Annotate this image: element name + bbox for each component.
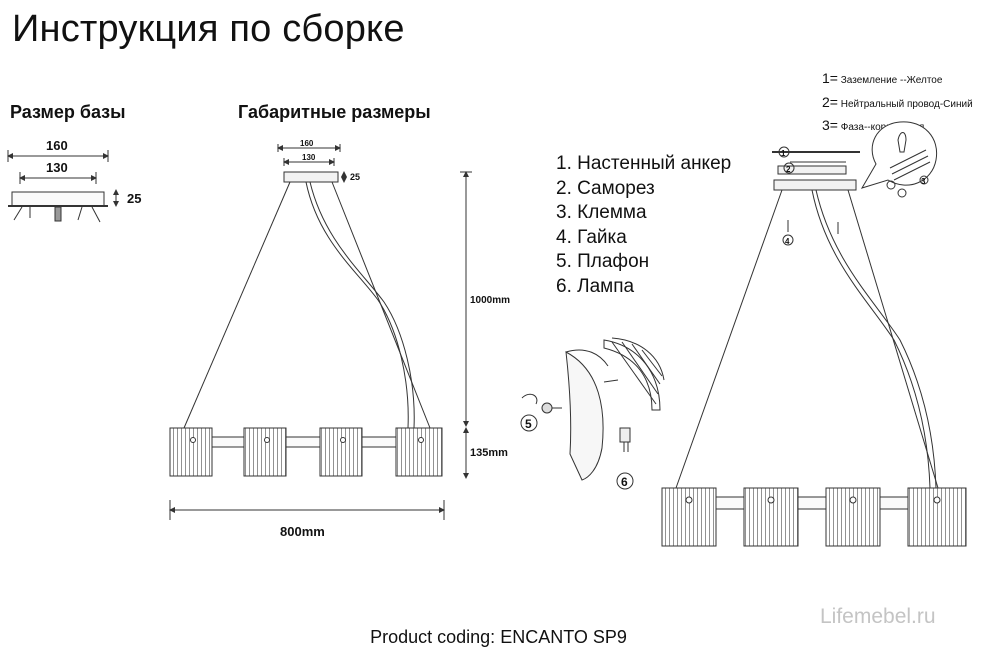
- part-item-nut: 4. Гайка: [556, 226, 627, 248]
- page-title: Инструкция по сборке: [12, 8, 405, 50]
- wiring-text: Нейтральный провод-Синий: [840, 98, 973, 110]
- part-item-lamp: 6. Лампа: [556, 275, 635, 297]
- watermark: Lifemebel.ru: [820, 605, 936, 628]
- shade-detail: [520, 337, 665, 490]
- top-width-outer: 160: [300, 139, 314, 148]
- wiring-number: 3=: [822, 117, 838, 133]
- callout-shade: 5: [525, 417, 532, 431]
- wiring-text: Заземление --Желтое: [840, 75, 943, 86]
- wiring-item-ground: 1= Заземление --Желтое: [822, 68, 973, 92]
- callout-circle: [520, 414, 538, 432]
- part-item-clamp: 3. Клемма: [556, 202, 647, 224]
- shade-4: [395, 427, 443, 477]
- callout-nut: 4: [785, 237, 790, 246]
- part-item-anchor: 1. Настенный анкер: [556, 153, 732, 174]
- callout-screw: 2: [786, 165, 791, 174]
- fixture-bar-left: [169, 427, 443, 477]
- wiring-number: 1=: [822, 70, 838, 86]
- callout-lamp: 6: [621, 475, 628, 489]
- mounting-drawing: [675, 121, 939, 489]
- wiring-text: Фаза--коричневая: [840, 122, 925, 133]
- overall-length: 800mm: [280, 524, 325, 539]
- shade-height: 135mm: [470, 447, 508, 459]
- callout-circle: [616, 472, 634, 490]
- base-width-inner: 130: [46, 160, 68, 175]
- drop-length: 1000mm: [470, 295, 510, 306]
- callout-clamp: 3: [921, 177, 926, 186]
- shade-2: [243, 427, 287, 477]
- product-code: Product coding: ENCANTO SP9: [370, 627, 627, 647]
- top-width-inner: 130: [302, 153, 316, 162]
- overall-dims-drawing: [169, 144, 472, 520]
- part-item-shade: 5. Плафон: [556, 251, 650, 273]
- top-height: 25: [350, 172, 360, 182]
- wiring-item-neutral: 2= Нейтральный провод-Синий: [822, 92, 973, 116]
- wiring-legend: 1= Заземление --Желтое 2= Нейтральный пр…: [822, 68, 973, 139]
- part-item-screw: 2. Саморез: [556, 177, 655, 199]
- base-size-drawing: [7, 150, 119, 223]
- overall-dims-heading: Габаритные размеры: [238, 102, 431, 122]
- shade-1: [169, 427, 213, 477]
- wiring-number: 2=: [822, 93, 838, 110]
- base-height: 25: [127, 191, 141, 206]
- parts-list: 1. Настенный анкер 2. Саморез 3. Клемма …: [556, 152, 731, 300]
- base-width-outer: 160: [46, 138, 68, 153]
- wiring-item-phase: 3= Фаза--коричневая: [822, 115, 973, 139]
- fixture-bar-right: [661, 487, 967, 547]
- shade-3: [319, 427, 363, 477]
- base-size-heading: Размер базы: [10, 102, 126, 122]
- callout-anchor: 1: [781, 149, 786, 158]
